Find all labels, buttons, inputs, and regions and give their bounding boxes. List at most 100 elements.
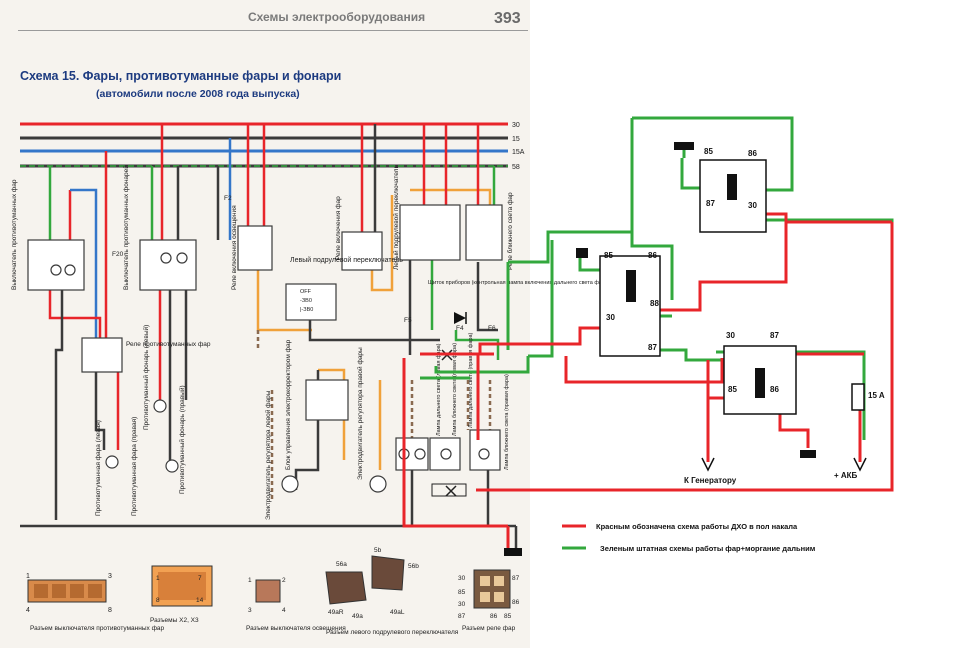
svg-text:87: 87 xyxy=(648,343,657,352)
svg-text:85: 85 xyxy=(504,613,512,620)
bus-label-15a: 15A xyxy=(512,149,525,156)
svg-text:49a: 49a xyxy=(352,613,363,620)
label-right-fog-rear: Противотуманный фонарь (правый) xyxy=(178,385,186,494)
diagram-subtitle: (автомобили после 2008 года выпуска) xyxy=(96,88,300,100)
legend: Красным обозначена схема работы ДХО в по… xyxy=(562,522,816,553)
label-headlamp-relay: Реле включения фар xyxy=(335,196,342,260)
svg-text:86: 86 xyxy=(770,385,779,394)
fuse-15a-label: 15 A xyxy=(868,391,885,400)
label-column-pos-2: -ЗВ0 xyxy=(300,298,312,304)
legend-green-text: Зеленым штатная схемы работы фар+моргани… xyxy=(600,544,816,553)
svg-text:5b: 5b xyxy=(374,547,382,554)
label-leveling-unit: Блок управления электрокорректором фар xyxy=(285,339,292,470)
label-column-pos-3: |-ЗВ0 xyxy=(300,307,313,313)
connector-column-switch-label: Разъем левого подрулевого переключателя xyxy=(326,629,459,636)
fuse-f20: F20 xyxy=(112,251,124,258)
output-arrows xyxy=(701,457,867,472)
label-right-fog-lamp: Противотуманная фара (правая) xyxy=(131,417,138,516)
schematic-components xyxy=(27,204,503,471)
label-column-switch: Левый подрулевой переключатель xyxy=(290,256,403,264)
label-instrument-panel: Щиток приборов (контрольная лампа включе… xyxy=(428,280,607,286)
label-fog-switch: Выключатель противотуманных фар xyxy=(11,179,18,290)
relay-1: 85 86 87 30 xyxy=(674,142,767,233)
svg-text:56a: 56a xyxy=(336,561,347,568)
svg-text:87: 87 xyxy=(458,613,466,620)
svg-text:86: 86 xyxy=(512,599,520,606)
svg-text:4: 4 xyxy=(282,607,286,614)
book-page-background xyxy=(0,0,530,648)
svg-text:87: 87 xyxy=(770,331,779,340)
header-page-number: 393 xyxy=(494,10,521,27)
connector-headlamp-relay xyxy=(473,569,511,609)
left-column-switch-box xyxy=(399,204,461,261)
svg-text:49aL: 49aL xyxy=(390,609,405,616)
svg-text:1: 1 xyxy=(26,573,30,580)
svg-text:30: 30 xyxy=(606,313,615,322)
fog-relay-box xyxy=(81,337,123,373)
label-left-corrector: Электродвигатель регулятора левой фары xyxy=(264,390,272,520)
svg-text:8: 8 xyxy=(156,597,160,604)
battery-arrow xyxy=(853,457,867,472)
fuse-15a: 15 A xyxy=(851,383,885,411)
label-left-low: Лампа ближнего света (левая фара) xyxy=(452,343,458,436)
relay-1-terminal-85 xyxy=(674,142,694,150)
relay-2-terminal-85 xyxy=(576,248,588,258)
svg-text:14: 14 xyxy=(196,597,204,604)
diode-icon xyxy=(454,312,467,324)
svg-text:87: 87 xyxy=(706,199,715,208)
label-left-column-switch: Левый подрулевой переключатель xyxy=(392,165,400,270)
battery-label: + АКБ xyxy=(834,471,858,480)
relay-1-coil xyxy=(727,174,737,200)
svg-text:30: 30 xyxy=(458,601,466,608)
light-relay-box xyxy=(237,225,273,271)
diagram-title: Схема 15. Фары, противотуманные фары и ф… xyxy=(20,69,341,83)
label-left-fog-rear: Противотуманный фонарь (левый) xyxy=(142,325,150,430)
connector-light-switch xyxy=(255,579,281,603)
rear-fog-switch-box xyxy=(139,239,197,291)
fuse-f6: F6 xyxy=(488,325,496,332)
relay-3: 30 87 85 86 xyxy=(723,331,816,458)
label-rear-fog-switch: Выключатель противотуманных фонарей xyxy=(122,165,130,290)
bus-label-15: 15 xyxy=(512,136,520,143)
generator-label: К Генератору xyxy=(684,476,737,485)
legend-red-text: Красным обозначена схема работы ДХО в по… xyxy=(596,522,798,531)
label-low-beam-relay: Реле ближнего света фар xyxy=(506,192,514,270)
fuse-f4: F4 xyxy=(456,325,464,332)
svg-text:85: 85 xyxy=(728,385,737,394)
leveling-unit-box xyxy=(305,379,349,421)
svg-text:7: 7 xyxy=(198,575,202,582)
bus-label-30: 30 xyxy=(512,122,520,129)
generator-arrow xyxy=(701,457,715,472)
svg-text:30: 30 xyxy=(748,201,757,210)
supply-buses: 30 15 15A 58 xyxy=(20,122,525,171)
svg-text:1: 1 xyxy=(156,575,160,582)
label-right-low: Лампа ближнего света (правая фара) xyxy=(504,374,510,470)
label-fog-relay: Реле противотуманных фар xyxy=(126,341,211,348)
svg-text:3: 3 xyxy=(108,573,112,580)
svg-text:30: 30 xyxy=(458,575,466,582)
fuse-f2: F2 xyxy=(224,195,232,202)
connector-fog-switch-label: Разъем выключателя противотуманных фар xyxy=(30,625,165,632)
headlamp-relay-box xyxy=(341,231,383,271)
relay-3-coil xyxy=(755,368,765,398)
connector-x2-x3-label: Разъемы X2, X3 xyxy=(150,617,199,624)
label-left-high: Лампа дальнего света (левая фара) xyxy=(436,343,442,436)
connector-column-switch xyxy=(325,571,367,605)
svg-text:86: 86 xyxy=(748,149,757,158)
relay-1-body xyxy=(699,159,767,233)
page-header-rule xyxy=(18,6,528,31)
column-switch-box xyxy=(285,283,337,321)
x-markers xyxy=(431,349,467,497)
svg-text:86: 86 xyxy=(490,613,498,620)
label-left-fog-lamp: Противотуманная фара (левая) xyxy=(95,420,102,516)
header-section: Схемы электрооборудования xyxy=(248,10,425,24)
ground-terminal xyxy=(504,548,522,556)
svg-text:49aR: 49aR xyxy=(328,609,344,616)
relay-2-coil xyxy=(626,270,636,302)
svg-text:4: 4 xyxy=(26,607,30,614)
svg-text:1: 1 xyxy=(248,577,252,584)
svg-text:87: 87 xyxy=(512,575,520,582)
svg-text:30: 30 xyxy=(726,331,735,340)
label-column-pos-off: OFF xyxy=(300,289,312,295)
